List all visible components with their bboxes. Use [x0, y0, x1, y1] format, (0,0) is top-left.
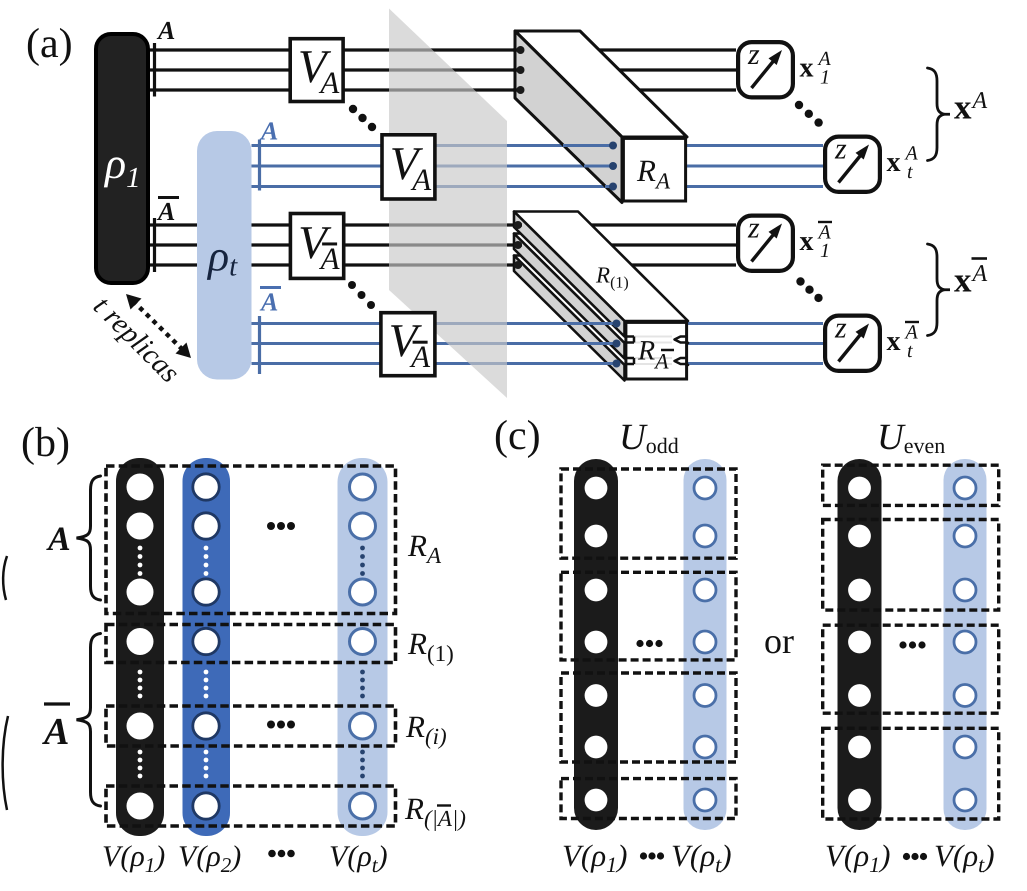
- svg-text:V(ρt): V(ρt): [934, 838, 995, 877]
- svg-text:(c): (c): [494, 413, 541, 459]
- svg-text:z: z: [747, 38, 760, 71]
- svg-text:t: t: [907, 340, 913, 362]
- svg-text:A: A: [817, 48, 832, 70]
- svg-text:V(ρ1): V(ρ1): [825, 838, 890, 877]
- svg-text:A: A: [904, 322, 919, 344]
- svg-text:x: x: [954, 88, 972, 127]
- svg-text:A: A: [410, 162, 432, 197]
- svg-text:A: A: [318, 65, 340, 100]
- svg-text:V(ρ1): V(ρ1): [562, 838, 627, 877]
- svg-text:(b): (b): [21, 420, 70, 466]
- svg-text:A: A: [971, 261, 988, 287]
- svg-text:x: x: [800, 53, 814, 84]
- svg-text:A: A: [319, 241, 341, 276]
- svg-text:or: or: [764, 621, 794, 661]
- svg-text:V: V: [390, 138, 424, 190]
- svg-text:1: 1: [820, 67, 830, 89]
- svg-text:A: A: [259, 117, 278, 146]
- svg-text:A: A: [156, 197, 175, 226]
- svg-text:A: A: [259, 288, 278, 317]
- svg-text:x: x: [800, 226, 814, 257]
- svg-text:1: 1: [820, 240, 830, 262]
- svg-text:A: A: [817, 222, 832, 244]
- svg-text:x: x: [887, 326, 901, 357]
- svg-text:z: z: [834, 312, 847, 345]
- svg-text:V(ρt): V(ρt): [671, 838, 732, 877]
- svg-text:V(ρ2): V(ρ2): [178, 840, 241, 877]
- svg-text:(a): (a): [26, 21, 73, 67]
- svg-text:x: x: [887, 147, 901, 178]
- svg-text:A: A: [904, 143, 919, 165]
- svg-text:A: A: [42, 711, 69, 753]
- svg-text:A: A: [409, 339, 431, 374]
- svg-text:V: V: [298, 41, 332, 93]
- svg-text:z: z: [834, 133, 847, 166]
- svg-text:V(ρ1): V(ρ1): [102, 840, 165, 877]
- svg-text:A: A: [971, 88, 988, 114]
- svg-text:x: x: [954, 261, 972, 300]
- svg-text:z: z: [747, 212, 760, 245]
- svg-text:V(ρt): V(ρt): [329, 840, 388, 877]
- svg-text:A: A: [46, 521, 71, 558]
- svg-text:A: A: [156, 16, 175, 45]
- svg-text:t: t: [907, 161, 913, 183]
